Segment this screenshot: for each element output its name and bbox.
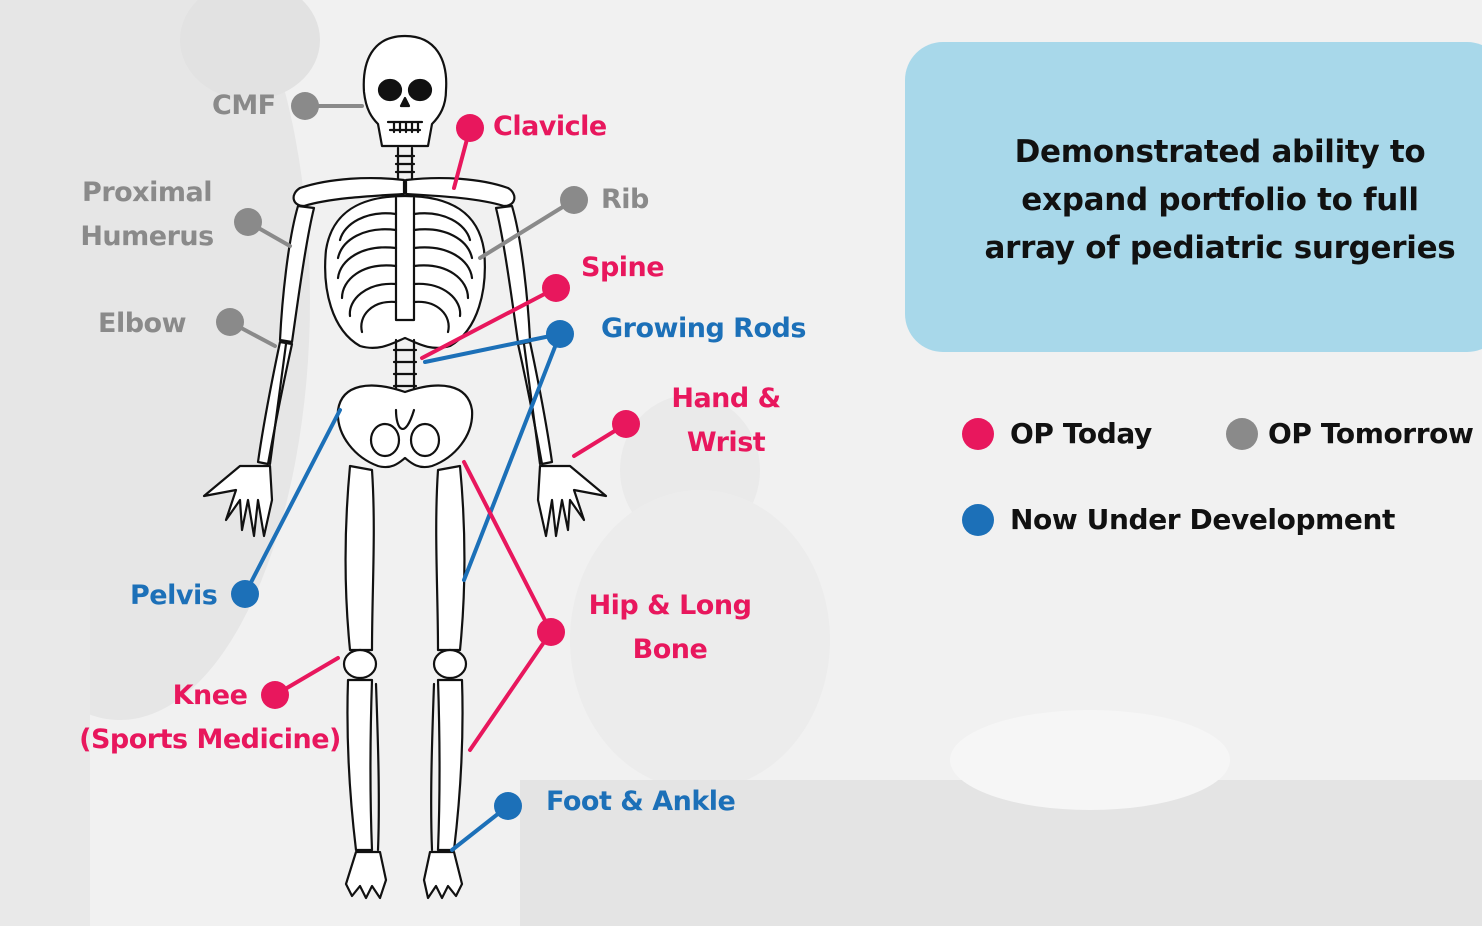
dot-spine: [542, 274, 570, 302]
legend-label-now-under-development: Now Under Development: [1010, 500, 1395, 540]
dot-hand-wrist: [612, 410, 640, 438]
legend-dot-now-under-development: [962, 504, 994, 536]
dot-rib: [560, 186, 588, 214]
label-growing-rods: Growing Rods: [601, 307, 806, 351]
label-cmf: CMF: [212, 84, 276, 128]
dot-foot-ankle: [494, 792, 522, 820]
legend-label-op-tomorrow: OP Tomorrow: [1268, 414, 1473, 454]
label-elbow: Elbow: [98, 302, 186, 346]
dot-clavicle: [456, 114, 484, 142]
label-proximal-humerus-line2: Humerus: [74, 215, 220, 259]
label-hand-wrist: Hand & Wrist: [656, 377, 796, 465]
label-hip-long-bone: Hip & Long Bone: [580, 584, 760, 672]
label-hand-wrist-line2: Wrist: [656, 421, 796, 465]
callout-text: Demonstrated ability to expand portfolio…: [960, 128, 1480, 272]
label-foot-ankle: Foot & Ankle: [546, 780, 735, 824]
label-hip-long-bone-line2: Bone: [580, 628, 760, 672]
dot-cmf: [291, 92, 319, 120]
legend-dot-op-tomorrow: [1226, 418, 1258, 450]
legend-dot-op-today: [962, 418, 994, 450]
dot-growing-rods: [546, 320, 574, 348]
label-hand-wrist-line1: Hand &: [656, 377, 796, 421]
label-hip-long-bone-line1: Hip & Long: [580, 584, 760, 628]
label-proximal-humerus-line1: Proximal: [74, 171, 220, 215]
label-proximal-humerus: Proximal Humerus: [74, 171, 220, 259]
callout-line1: Demonstrated ability to: [960, 128, 1480, 176]
label-knee-line2: (Sports Medicine): [74, 718, 346, 762]
label-clavicle: Clavicle: [493, 105, 607, 149]
legend-label-op-today: OP Today: [1010, 414, 1152, 454]
dot-elbow: [216, 308, 244, 336]
label-pelvis: Pelvis: [130, 574, 217, 618]
callout-line3: array of pediatric surgeries: [960, 224, 1480, 272]
callout-line2: expand portfolio to full: [960, 176, 1480, 224]
label-rib: Rib: [601, 178, 649, 222]
dot-proximal-humerus: [234, 208, 262, 236]
dot-pelvis: [231, 580, 259, 608]
label-spine: Spine: [581, 246, 664, 290]
label-knee: Knee (Sports Medicine): [74, 674, 346, 762]
dot-hip-long-bone: [537, 618, 565, 646]
label-knee-line1: Knee: [74, 674, 346, 718]
